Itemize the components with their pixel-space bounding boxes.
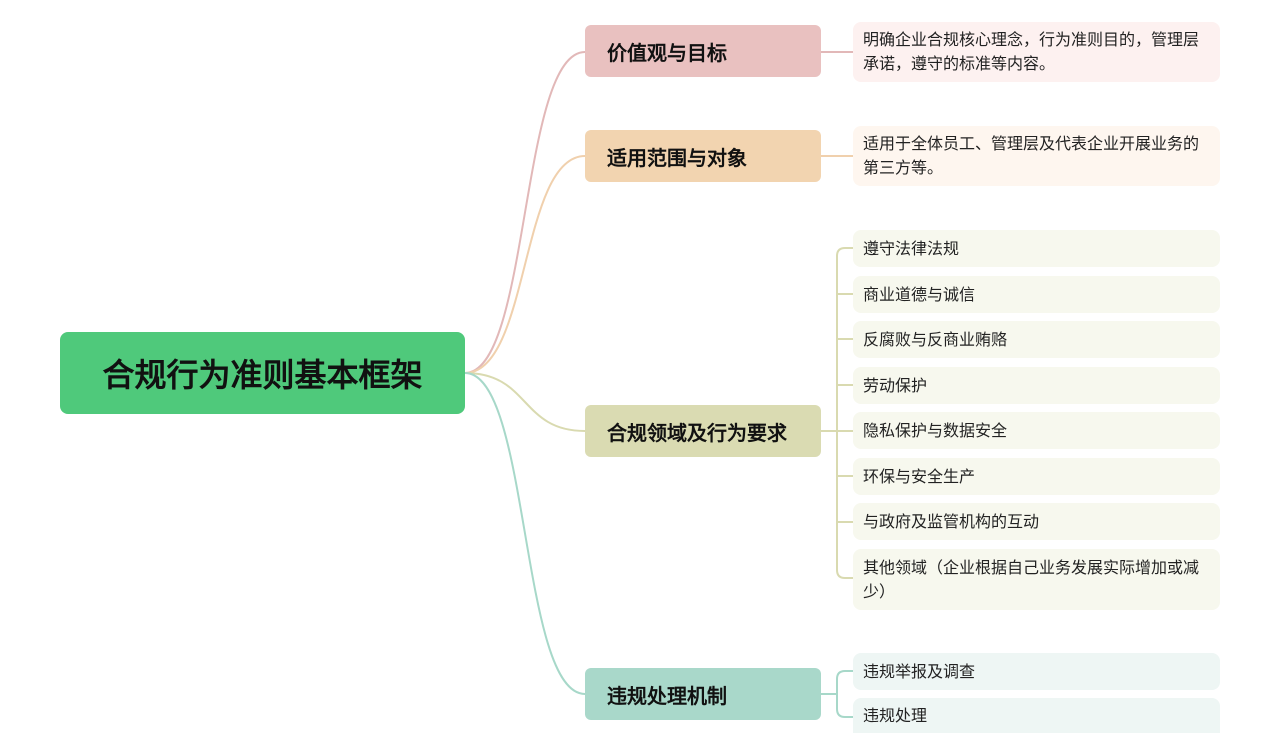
root-node[interactable]: 合规行为准则基本框架 <box>60 332 465 414</box>
branch-violation-handling[interactable]: 违规处理机制 <box>585 668 821 720</box>
connector-branch-3-ticks <box>837 293 853 523</box>
branch-scope[interactable]: 适用范围与对象 <box>585 130 821 182</box>
branch-label: 价值观与目标 <box>607 40 727 65</box>
leaf-label: 其他领域（企业根据自己业务发展实际增加或减少） <box>863 557 1200 601</box>
leaf-label: 遵守法律法规 <box>863 238 960 258</box>
leaf-label: 违规举报及调查 <box>863 661 976 681</box>
connector-branch-3-spine <box>836 247 853 579</box>
branch-label: 适用范围与对象 <box>607 145 747 170</box>
connector-root-branch-4 <box>464 372 586 695</box>
leaf-label: 商业道德与诚信 <box>863 284 976 304</box>
leaf-label: 违规处理 <box>863 705 928 725</box>
leaf-node[interactable]: 环保与安全生产 <box>853 458 1220 495</box>
connector-branch-4-leaves <box>821 670 853 718</box>
leaf-node[interactable]: 违规处理 <box>853 698 1220 733</box>
branch-label: 合规领域及行为要求 <box>607 420 787 445</box>
leaf-node[interactable]: 适用于全体员工、管理层及代表企业开展业务的第三方等。 <box>853 126 1220 186</box>
leaf-node[interactable]: 商业道德与诚信 <box>853 276 1220 313</box>
leaf-label: 环保与安全生产 <box>863 466 976 486</box>
leaf-label: 与政府及监管机构的互动 <box>863 511 1040 531</box>
connector-root-branch-3 <box>464 372 586 432</box>
leaf-node[interactable]: 隐私保护与数据安全 <box>853 412 1220 449</box>
root-label: 合规行为准则基本框架 <box>102 356 423 394</box>
branch-label: 违规处理机制 <box>607 683 727 708</box>
branch-values-goals[interactable]: 价值观与目标 <box>585 25 821 77</box>
branch-compliance-areas[interactable]: 合规领域及行为要求 <box>585 405 821 457</box>
connector-root-branch-2 <box>464 155 586 374</box>
leaf-label: 劳动保护 <box>863 375 928 395</box>
leaf-node[interactable]: 遵守法律法规 <box>853 230 1220 267</box>
leaf-node[interactable]: 与政府及监管机构的互动 <box>853 503 1220 540</box>
leaf-node[interactable]: 反腐败与反商业贿赂 <box>853 321 1220 358</box>
leaf-node[interactable]: 劳动保护 <box>853 367 1220 404</box>
leaf-node[interactable]: 其他领域（企业根据自己业务发展实际增加或减少） <box>853 549 1220 610</box>
connector-root-branch-1 <box>464 51 586 374</box>
leaf-label: 适用于全体员工、管理层及代表企业开展业务的第三方等。 <box>863 134 1200 177</box>
leaf-label: 隐私保护与数据安全 <box>863 420 1008 440</box>
leaf-label: 明确企业合规核心理念，行为准则目的，管理层承诺，遵守的标准等内容。 <box>863 30 1200 73</box>
leaf-node[interactable]: 明确企业合规核心理念，行为准则目的，管理层承诺，遵守的标准等内容。 <box>853 22 1220 82</box>
leaf-node[interactable]: 违规举报及调查 <box>853 653 1220 690</box>
leaf-label: 反腐败与反商业贿赂 <box>863 329 1008 349</box>
